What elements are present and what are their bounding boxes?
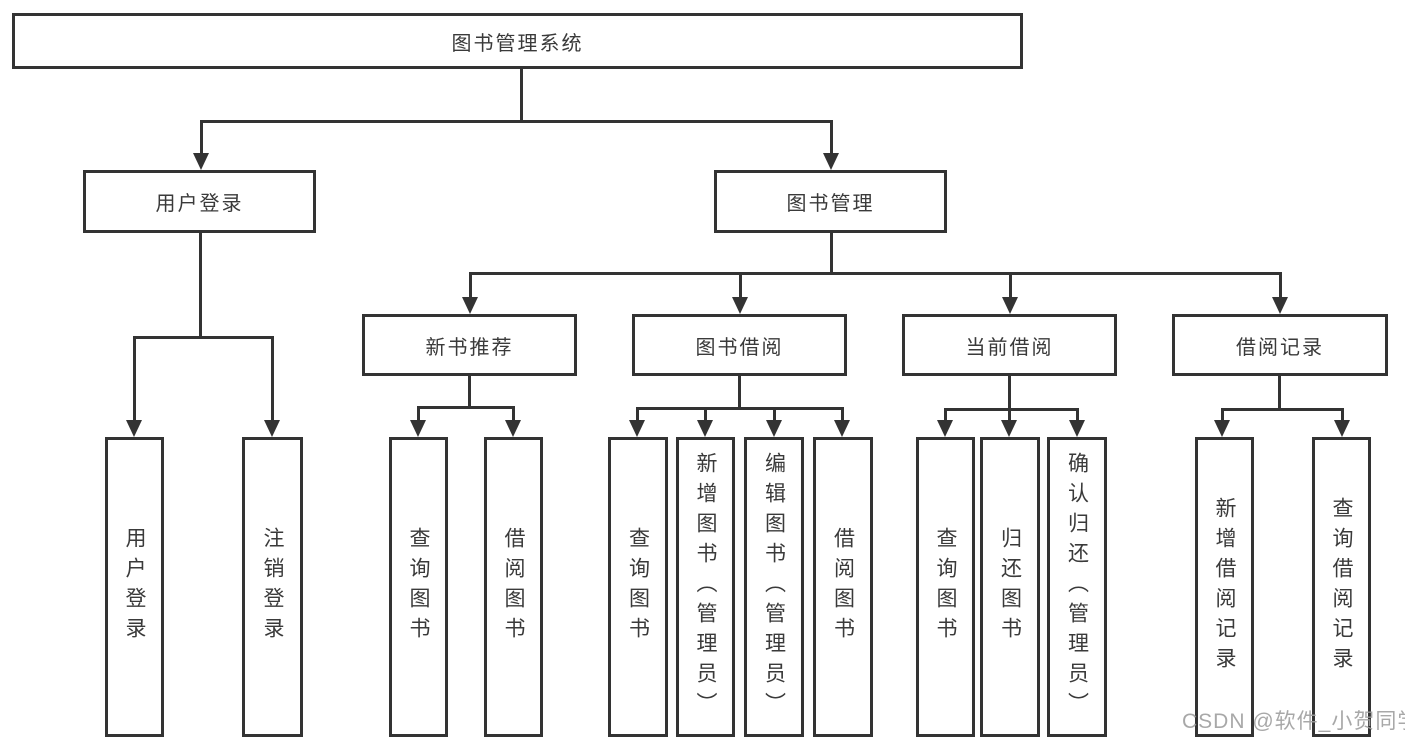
connector-drop [133,336,136,422]
leaf-label: 归还图书 [998,527,1022,647]
arrow-down-icon [193,153,209,170]
node-new-book-recommend: 新书推荐 [362,314,577,376]
connector-mgmt-stem [830,233,833,272]
leaf-label: 借阅图书 [502,527,525,647]
leaf-borrow-books-2: 借阅图书 [813,437,873,737]
arrow-down-icon [697,420,713,437]
leaf-add-borrow-record: 新增借阅记录 [1195,437,1254,737]
leaf-label: 查询图书 [407,527,430,647]
connector-drop [469,272,472,299]
node-label: 用户登录 [155,193,244,215]
leaf-label: 查询图书 [934,527,957,647]
arrow-down-icon [462,297,478,314]
node-current-borrow: 当前借阅 [902,314,1117,376]
connector-level2-splitter [200,120,833,123]
arrow-down-icon [1334,420,1350,437]
arrow-down-icon [834,420,850,437]
node-borrow-records: 借阅记录 [1172,314,1388,376]
leaf-label: 编辑图书（管理员） [762,452,786,722]
leaf-label: 确认归还（管理员） [1065,452,1089,722]
leaf-label: 新增图书（管理员） [694,452,717,722]
connector-login-splitter [133,336,274,339]
leaf-borrow-books-1: 借阅图书 [484,437,543,737]
leaf-query-books-1: 查询图书 [389,437,448,737]
connector-stem [468,376,471,406]
connector-splitter [944,408,1079,411]
connector-stem [1278,376,1281,408]
connector-drop [636,407,639,422]
leaf-label: 用户登录 [123,527,146,647]
arrow-down-icon [766,420,782,437]
connector-drop [417,406,420,422]
connector-splitter [636,407,844,410]
connector-drop [739,272,742,299]
arrow-down-icon [1069,420,1085,437]
connector-drop [1341,408,1344,422]
leaf-user-login: 用户登录 [105,437,164,737]
node-root-label: 图书管理系统 [451,32,584,55]
leaf-label: 查询图书 [626,527,650,647]
connector-drop [830,120,833,155]
arrow-down-icon [823,153,839,170]
connector-drop [1221,408,1224,422]
leaf-label: 借阅图书 [831,527,855,647]
node-book-management: 图书管理 [714,170,947,233]
connector-level3-splitter [469,272,1282,275]
connector-splitter [417,406,515,409]
arrow-down-icon [126,420,142,437]
leaf-query-books-3: 查询图书 [916,437,975,737]
connector-drop [1279,272,1282,299]
node-label: 新书推荐 [425,336,514,359]
arrow-down-icon [732,297,748,314]
node-label: 借阅记录 [1236,336,1324,359]
connector-drop [271,336,274,422]
connector-stem [1008,376,1011,408]
leaf-confirm-return-admin: 确认归还（管理员） [1047,437,1107,737]
connector-stem [738,376,741,407]
node-label: 当前借阅 [965,336,1054,359]
leaf-add-books-admin: 新增图书（管理员） [676,437,735,737]
arrow-down-icon [1214,420,1230,437]
arrow-down-icon [1002,297,1018,314]
leaf-edit-books-admin: 编辑图书（管理员） [744,437,804,737]
connector-drop [841,407,844,422]
arrow-down-icon [505,420,521,437]
leaf-label: 新增借阅记录 [1213,497,1236,677]
node-label: 图书借阅 [695,336,784,359]
connector-splitter [1221,408,1344,411]
arrow-down-icon [629,420,645,437]
leaf-label: 查询借阅记录 [1330,497,1353,677]
arrow-down-icon [937,420,953,437]
node-root: 图书管理系统 [12,13,1023,69]
connector-drop [1008,408,1011,422]
connector-drop [944,408,947,422]
leaf-query-borrow-record: 查询借阅记录 [1312,437,1371,737]
connector-drop [1009,272,1012,299]
arrow-down-icon [410,420,426,437]
connector-login-stem [199,233,202,336]
leaf-logout: 注销登录 [242,437,303,737]
connector-drop [200,120,203,155]
arrow-down-icon [1001,420,1017,437]
connector-drop [512,406,515,422]
connector-drop [704,407,707,422]
watermark: CSDN @软件_小贺同学 [1182,710,1405,733]
connector-drop [1076,408,1079,422]
leaf-return-books: 归还图书 [980,437,1040,737]
node-label: 图书管理 [786,193,875,215]
leaf-query-books-2: 查询图书 [608,437,668,737]
leaf-label: 注销登录 [261,527,284,647]
node-user-login-group: 用户登录 [83,170,316,233]
connector-drop [773,407,776,422]
node-book-borrow: 图书借阅 [632,314,847,376]
arrow-down-icon [1272,297,1288,314]
arrow-down-icon [264,420,280,437]
connector-root-stem [520,69,523,120]
